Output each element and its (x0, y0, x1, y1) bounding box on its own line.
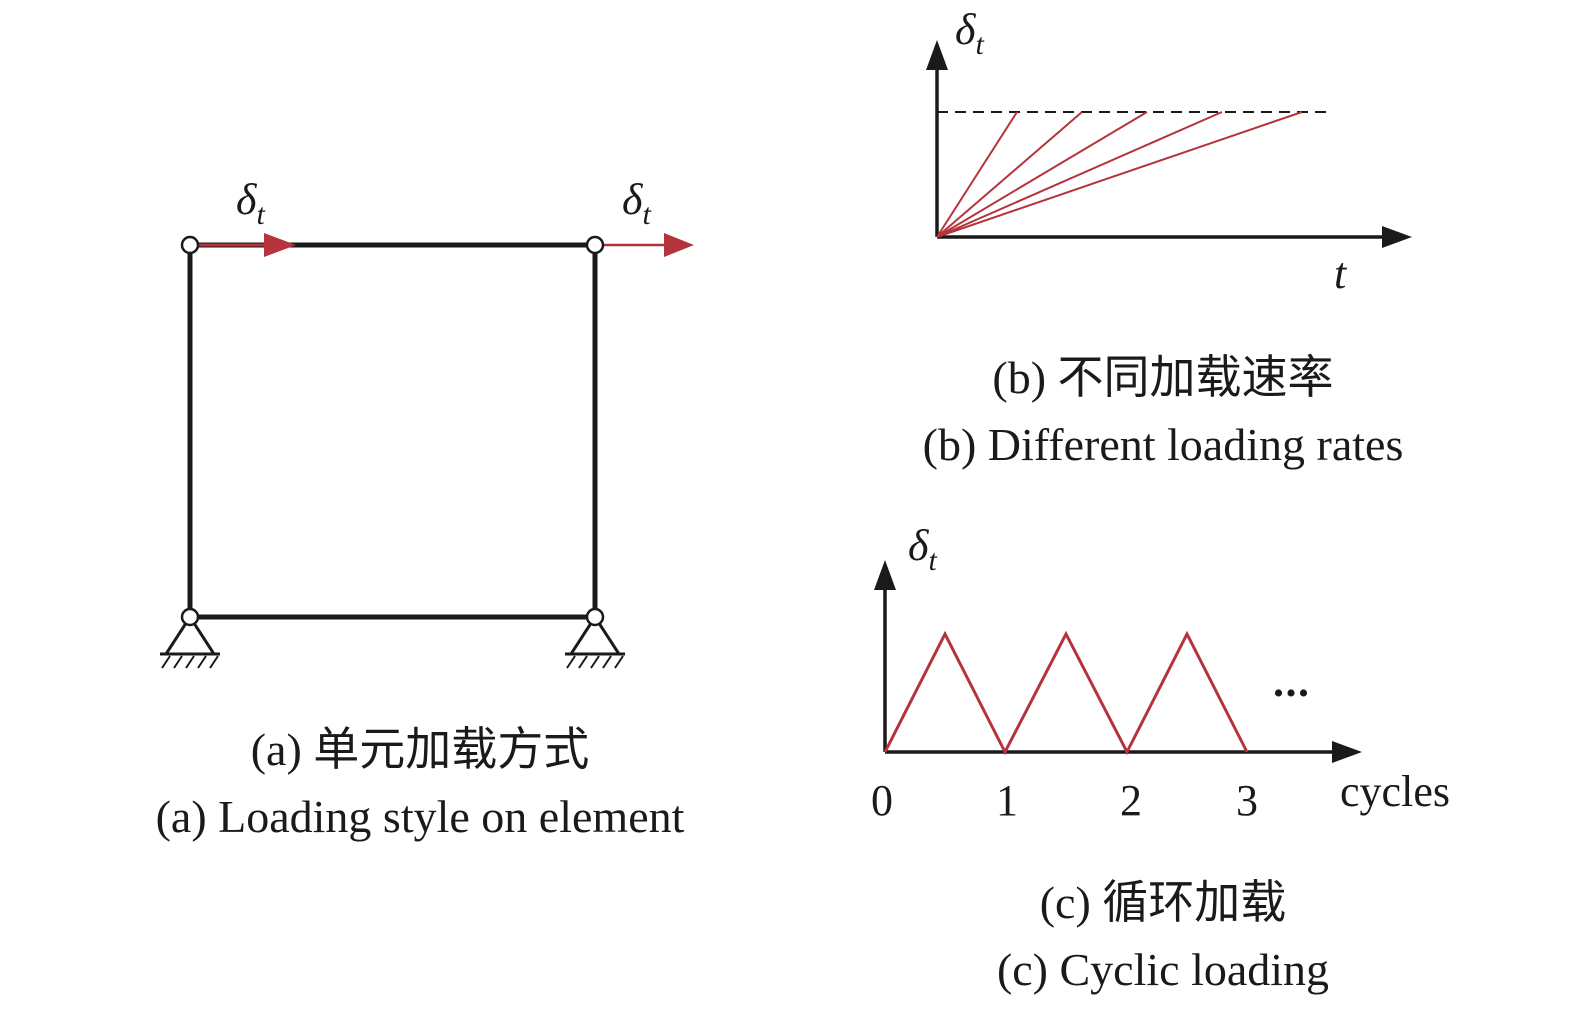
element-frame (187, 242, 598, 620)
tick-label: 1 (996, 776, 1018, 825)
panel-a-element-diagram: δt δt (a) 单元加载方式 (a) Loading style on el… (156, 175, 694, 842)
ramp-line (936, 111, 1083, 238)
node-top-right (585, 235, 605, 255)
caption-b-cn: (b) 不同加载速率 (992, 352, 1333, 403)
ramp-line (936, 111, 1018, 238)
ramp-line (936, 111, 1148, 238)
x-axis-label: cycles (1340, 767, 1450, 816)
y-axis-label: δt (955, 5, 984, 61)
tick-label: 0 (871, 776, 893, 825)
caption-a-en: (a) Loading style on element (156, 791, 685, 842)
cyclic-wave (883, 630, 1249, 756)
y-axis-label: δt (908, 521, 937, 577)
caption-c-cn: (c) 循环加载 (1040, 877, 1287, 928)
ramp-lines (936, 111, 1303, 238)
panel-b-loading-rates: δt t (b) 不同加载速率 (b) Different loading ra… (923, 5, 1412, 470)
continuation-ellipsis: ••• (1273, 677, 1311, 710)
y-axis-arrow (874, 560, 896, 590)
node-top-left (180, 235, 200, 255)
pin-support-left (160, 607, 220, 669)
ramp-line (936, 111, 1223, 238)
caption-a-cn: (a) 单元加载方式 (251, 724, 590, 775)
x-axis-label: t (1334, 249, 1348, 298)
pin-support-right (565, 607, 625, 669)
caption-c-en: (c) Cyclic loading (997, 944, 1329, 995)
load-arrow-left (190, 233, 296, 257)
panel-c-cyclic-loading: ••• δt 0 1 2 3 cycles (c) 循环加载 (c) Cycli… (871, 521, 1450, 995)
caption-b-en: (b) Different loading rates (923, 419, 1404, 470)
load-label-right: δt (622, 175, 651, 231)
ramp-line (936, 111, 1303, 238)
tick-label: 2 (1120, 776, 1142, 825)
load-arrow-right (595, 233, 694, 257)
load-label-left: δt (236, 175, 265, 231)
tick-label: 3 (1236, 776, 1258, 825)
y-axis-arrow (926, 40, 948, 70)
x-axis-arrow (1332, 741, 1362, 763)
x-axis-arrow (1382, 226, 1412, 248)
